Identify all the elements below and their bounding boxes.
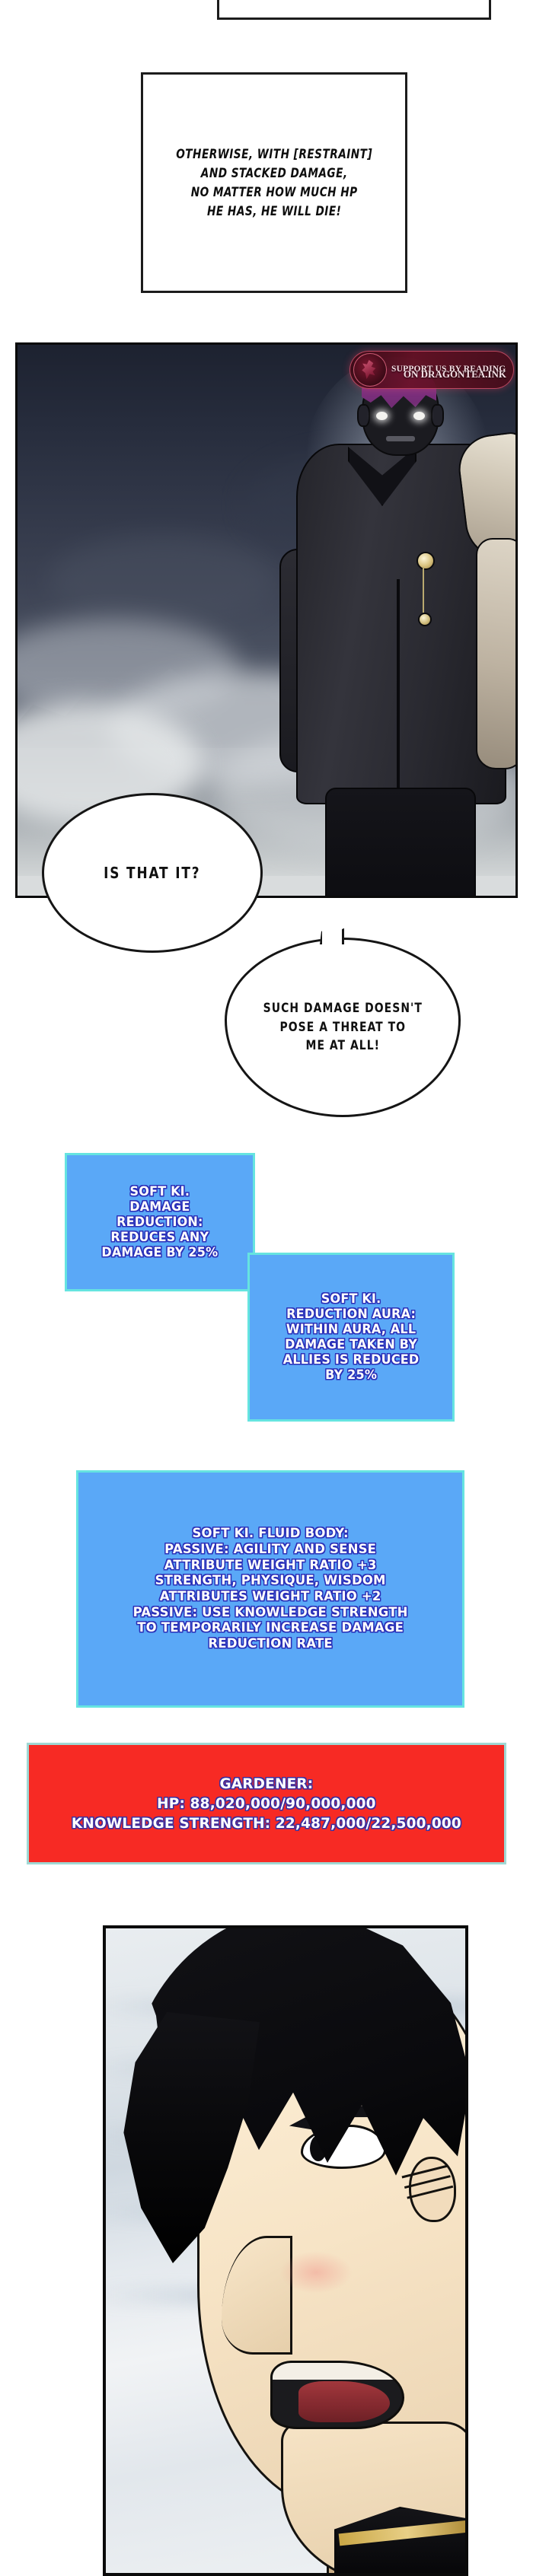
- skill-box-fluid-body-text: SOFT KI. FLUID BODY: PASSIVE: AGILITY AN…: [132, 1526, 408, 1652]
- pendant-icon: [418, 613, 432, 626]
- figure-eye-right: [413, 412, 425, 420]
- shirt-placket: [397, 579, 400, 830]
- cloud-shape: [48, 535, 276, 626]
- figure-right-arm: [476, 538, 515, 769]
- badge-chain: [423, 567, 424, 613]
- skill-box-reduction-aura-text: SOFT KI. REDUCTION AURA: WITHIN AURA, AL…: [282, 1291, 420, 1383]
- watermark-banner[interactable]: SUPPORT US BY READING: [349, 351, 514, 389]
- speech-bubble-is-that-it: IS THAT IT?: [42, 793, 263, 953]
- speech-bubble-is-that-it-text: IS THAT IT?: [104, 864, 201, 882]
- face-nose: [222, 2236, 292, 2355]
- skill-box-damage-reduction-text: SOFT KI. DAMAGE REDUCTION: REDUCES ANY D…: [101, 1183, 219, 1260]
- face-teeth: [273, 2363, 402, 2380]
- figure-ear-left: [357, 404, 370, 427]
- dragon-logo-icon: [353, 353, 387, 387]
- status-box-gardener-text: GARDENER: HP: 88,020,000/90,000,000 KNOW…: [72, 1775, 461, 1832]
- skill-box-fluid-body: SOFT KI. FLUID BODY: PASSIVE: AGILITY AN…: [76, 1470, 464, 1708]
- watermark-line-1: SUPPORT US BY READING: [391, 365, 506, 374]
- character-face-closeup: [106, 1928, 465, 2573]
- skill-box-reduction-aura: SOFT KI. REDUCTION AURA: WITHIN AURA, AL…: [247, 1253, 455, 1422]
- skill-box-damage-reduction: SOFT KI. DAMAGE REDUCTION: REDUCES ANY D…: [65, 1153, 255, 1291]
- figure-mouth: [386, 436, 415, 441]
- narration-caption-main: OTHERWISE, WITH [RESTRAINT] AND STACKED …: [141, 72, 407, 293]
- narration-caption-partial: [217, 0, 491, 20]
- face-ear: [409, 2157, 456, 2222]
- speech-bubble-tail-spike: [320, 923, 344, 944]
- speech-bubble-such-damage: SUCH DAMAGE DOESN'T POSE A THREAT TO ME …: [225, 923, 461, 1117]
- art-panel-bottom: [103, 1925, 468, 2576]
- figure-ear-right: [431, 404, 444, 427]
- art-panel-top: SUPPORT US BY READING ON DRAGONTEA.INK: [15, 342, 518, 898]
- speech-bubble-such-damage-text: SUCH DAMAGE DOESN'T POSE A THREAT TO ME …: [263, 1000, 423, 1053]
- narration-caption-main-text: OTHERWISE, WITH [RESTRAINT] AND STACKED …: [176, 146, 372, 219]
- face-blush: [279, 2251, 353, 2294]
- character-figure-gardener: [275, 357, 515, 896]
- chest-badge-icon: [417, 552, 435, 570]
- figure-legs: [325, 788, 476, 896]
- figure-eye-left: [376, 412, 388, 420]
- face-open-mouth: [270, 2361, 404, 2429]
- status-box-gardener: GARDENER: HP: 88,020,000/90,000,000 KNOW…: [27, 1743, 506, 1864]
